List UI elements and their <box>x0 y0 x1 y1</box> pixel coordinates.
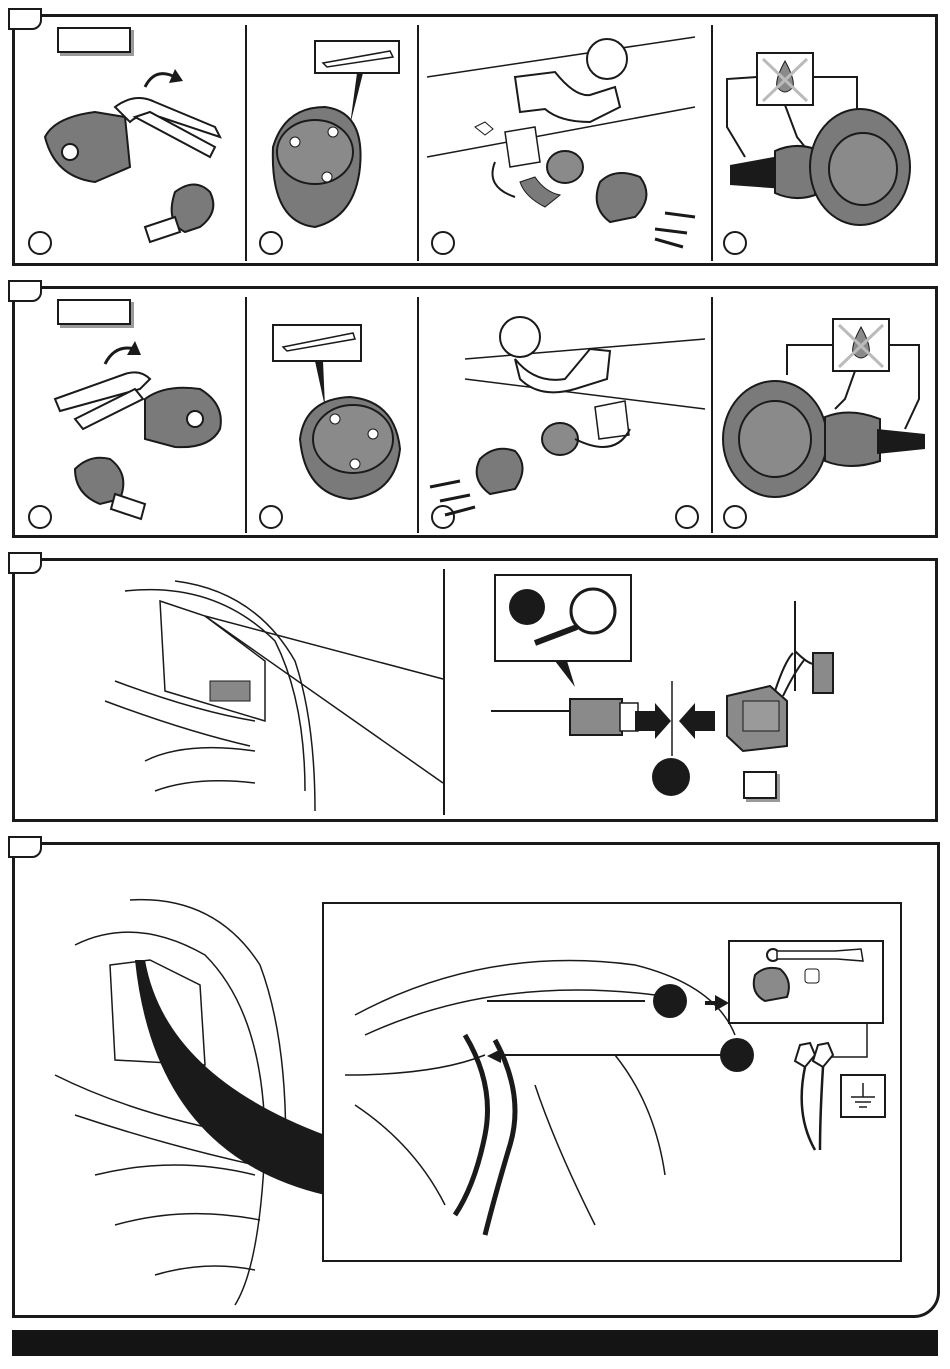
wrench-icon <box>729 941 883 1023</box>
panel-c-illustrations <box>15 561 935 819</box>
ball-towbar-icon <box>427 37 695 247</box>
arrow-right-icon <box>635 703 671 739</box>
knife-icon <box>273 325 361 407</box>
socket-7pin-icon <box>727 77 910 225</box>
step-badge <box>720 1038 754 1072</box>
step-panel-b <box>12 286 938 538</box>
trunk-interior-icon <box>105 581 443 811</box>
step-tab-d <box>8 836 42 858</box>
ball-towbar-icon <box>430 317 705 515</box>
step-badge <box>652 758 690 796</box>
panel-b-illustrations <box>15 289 935 535</box>
step-panel-c <box>12 558 938 822</box>
step-tab-a <box>8 8 42 30</box>
step-panel-d <box>12 842 940 1318</box>
socket-housing-icon <box>300 397 400 499</box>
step-tab-c <box>8 552 42 574</box>
panel-d-illustrations <box>15 845 937 1315</box>
cap-icon <box>75 458 145 519</box>
step-panel-a <box>12 14 938 266</box>
cap-icon <box>145 185 213 243</box>
arrow-left-icon <box>679 703 715 739</box>
harness-connector-icon <box>727 601 833 751</box>
no-water-icon <box>757 53 813 105</box>
step-badge <box>653 984 687 1018</box>
pliers-icon <box>55 341 221 447</box>
step-tab-b <box>8 280 42 302</box>
no-water-icon <box>833 319 889 371</box>
magnifier-icon <box>495 575 634 687</box>
socket-housing-icon <box>273 107 361 227</box>
ground-symbol-icon <box>841 1075 885 1117</box>
pliers-icon <box>45 69 220 182</box>
panel-a-illustrations <box>15 17 935 263</box>
vehicle-connector-icon <box>491 699 638 735</box>
trunk-interior-icon <box>55 900 325 1305</box>
footer-bar <box>12 1330 938 1356</box>
socket-7pin-icon <box>723 345 925 497</box>
